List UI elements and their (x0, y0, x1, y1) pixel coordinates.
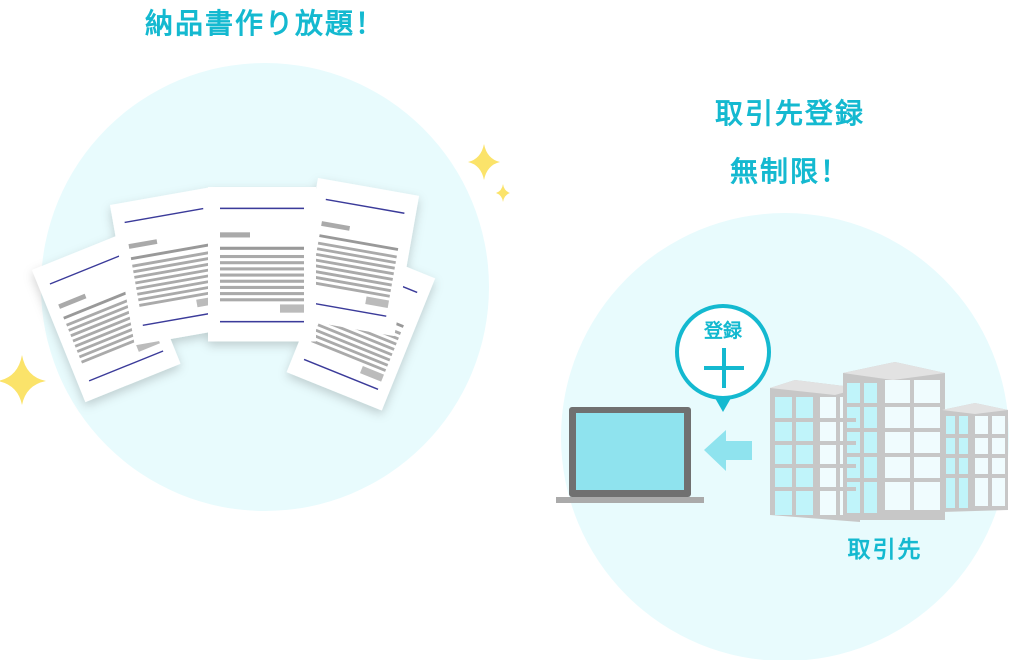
register-bubble-icon (675, 304, 771, 412)
arrow-left-icon (704, 430, 752, 471)
left-headline: 納品書作り放題！ (144, 7, 385, 40)
right-headline-line1: 取引先登録 (714, 97, 865, 130)
right-headline-line2: 無制限！ (729, 155, 850, 188)
client-label: 取引先 (847, 537, 923, 563)
register-bubble-label: 登録 (703, 320, 742, 342)
laptop-icon (556, 407, 704, 503)
sparkle-icon (0, 144, 510, 405)
buildings-icon (770, 362, 1008, 522)
